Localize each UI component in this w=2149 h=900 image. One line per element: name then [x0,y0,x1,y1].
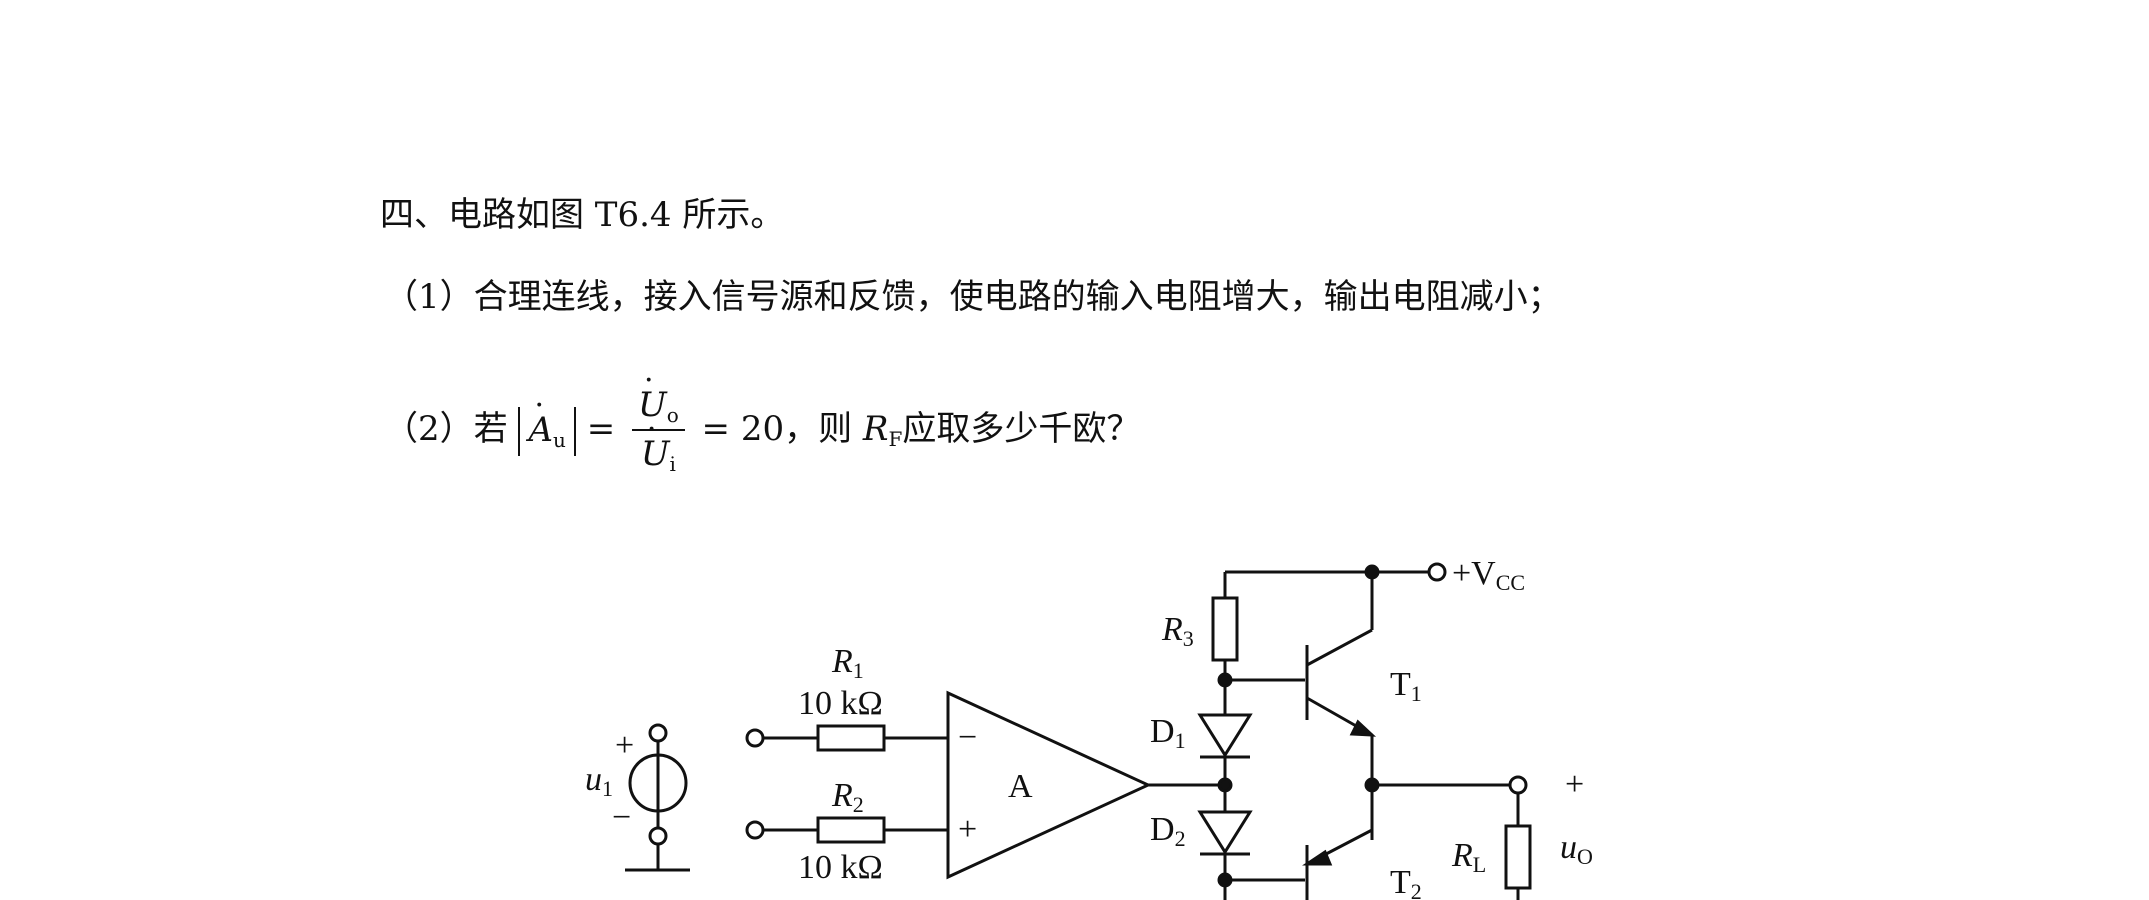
rf-symbol: R [862,409,889,449]
t1-emitter-arrow [1349,719,1377,737]
output-plus-label: + [1565,766,1584,803]
denominator-symbol: U [641,415,670,471]
question-part-2: （2）若 Au = Uo Ui = 20，则 RF应取多少千欧？ [384,366,1141,476]
r3-resistor [1211,596,1239,662]
inverting-input-terminal [745,728,765,748]
vcc-label: +VCC [1452,555,1525,595]
t1-label: T1 [1390,666,1422,706]
part-2-suffix-a: ，则 [784,409,853,449]
r1-value: 10 kΩ [798,685,883,722]
r1-resistor [816,724,886,752]
minus-input-label: − [958,719,977,756]
r2-value: 10 kΩ [798,849,883,886]
amp-label: A [1008,768,1033,805]
gain-magnitude: Au [518,391,576,456]
source-top-terminal [648,723,668,743]
r3-label: R3 [1161,611,1194,651]
equals-sign: = [586,409,616,449]
source-plus-label: + [615,727,634,764]
gain-symbol: A [528,391,553,447]
d1-diode [1197,713,1253,758]
source-minus-label: − [612,799,631,836]
rl-label: RL [1451,837,1486,877]
noninverting-input-terminal [745,820,765,840]
r2-label: R2 [831,777,864,817]
rl-resistor [1504,824,1532,890]
r1-label: R1 [831,643,864,683]
fraction-denominator: Ui [632,415,685,476]
vcc-terminal [1427,562,1447,582]
plus-input-label: + [958,811,977,848]
uo-label: uO [1560,829,1593,869]
output-terminal [1508,775,1528,795]
t2-emitter-arrow [1302,849,1333,866]
gain-value: = 20 [701,409,785,449]
d2-label: D2 [1150,811,1186,851]
gain-fraction: Uo Ui [632,366,685,476]
question-part-1: （1）合理连线，接入信号源和反馈，使电路的输入电阻增大，输出电阻减小； [384,277,1562,317]
t1-collector [1306,628,1373,667]
gain-subscript: u [553,427,566,452]
source-label: u1 [585,761,613,801]
question-heading: 四、电路如图 T6.4 所示。 [380,195,785,235]
denominator-subscript: i [669,452,676,476]
part-2-suffix-b: 应取多少千欧？ [902,409,1141,449]
rf-subscript: F [888,427,903,451]
r2-resistor [816,816,886,844]
t2-label: T2 [1390,864,1422,900]
numerator-subscript: o [666,403,679,427]
d2-diode [1197,810,1253,855]
part-2-prefix: （2）若 [384,409,508,449]
d1-label: D1 [1150,713,1186,753]
op-amp-triangle [946,690,1152,880]
source-bottom-terminal [648,826,668,846]
